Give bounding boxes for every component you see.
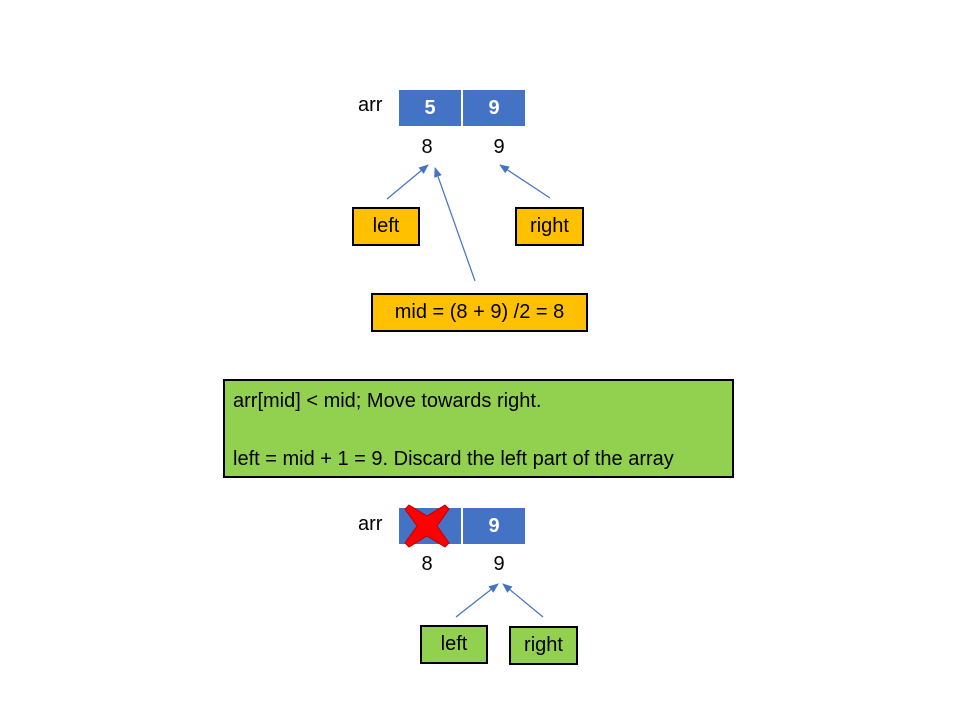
top-index-1: 9 bbox=[493, 136, 505, 158]
arrow-left-to-index bbox=[386, 164, 429, 200]
note-line-1: arr[mid] < mid; Move towards right. bbox=[233, 390, 542, 412]
top-index-0: 8 bbox=[421, 136, 433, 158]
arrow-bottom-right-to-index bbox=[502, 583, 544, 618]
bottom-left-pointer-box: left bbox=[420, 625, 488, 664]
top-array-cell-0: 5 bbox=[399, 90, 461, 126]
top-arr-label: arr bbox=[358, 94, 383, 116]
bottom-right-pointer-box: right bbox=[509, 626, 578, 665]
bottom-array-cell-1: 9 bbox=[463, 508, 525, 544]
mid-calculation-box: mid = (8 + 9) /2 = 8 bbox=[371, 293, 588, 332]
arrow-mid-to-index bbox=[434, 167, 476, 282]
arrow-right-to-index bbox=[499, 164, 551, 199]
arrow-bottom-left-to-index bbox=[455, 583, 499, 618]
top-left-pointer-box: left bbox=[352, 207, 420, 246]
top-array-cell-1: 9 bbox=[463, 90, 525, 126]
note-line-2: left = mid + 1 = 9. Discard the left par… bbox=[233, 448, 674, 470]
bottom-index-1: 9 bbox=[493, 553, 505, 575]
bottom-arr-label: arr bbox=[358, 513, 383, 535]
explanation-note: arr[mid] < mid; Move towards right. left… bbox=[223, 379, 734, 478]
bottom-index-0: 8 bbox=[421, 553, 433, 575]
top-right-pointer-box: right bbox=[515, 207, 584, 246]
discard-cross-icon bbox=[404, 504, 450, 548]
